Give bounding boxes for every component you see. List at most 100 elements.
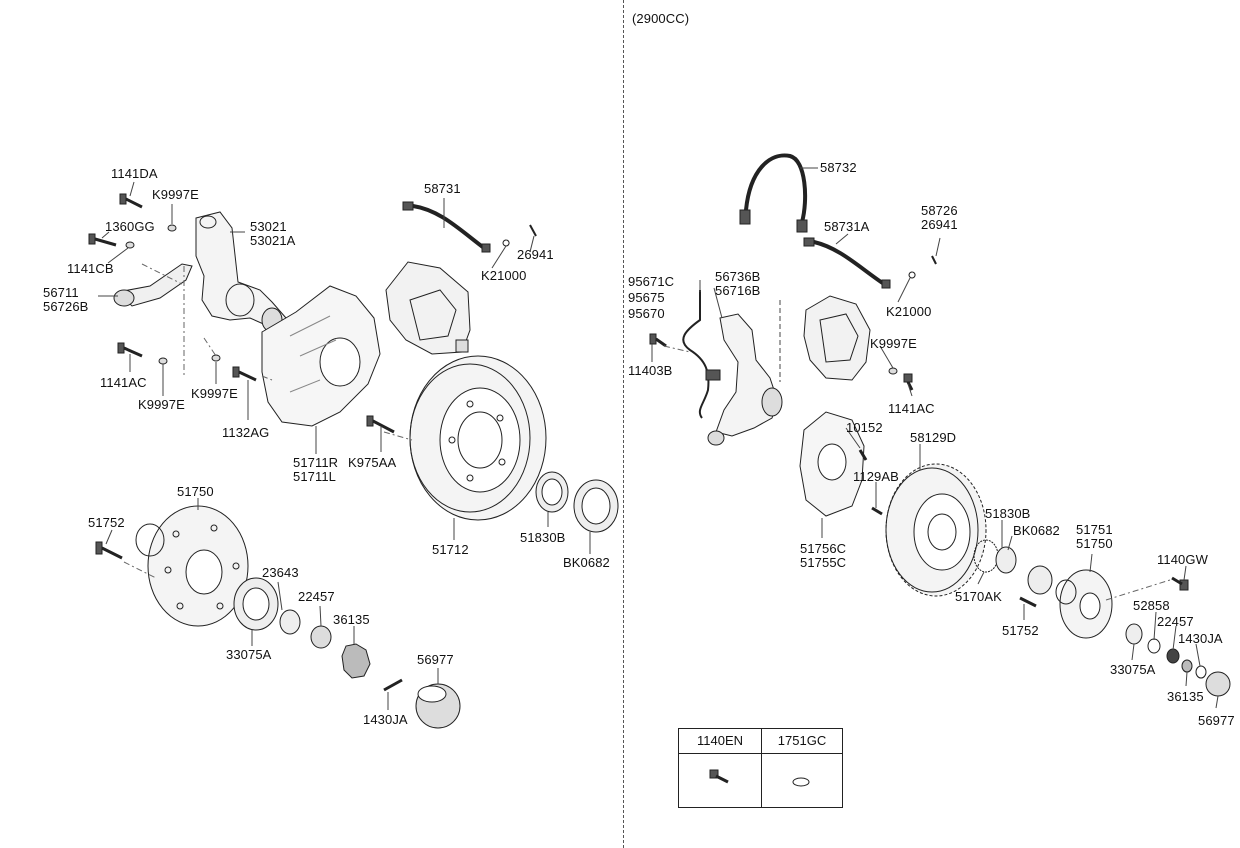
label-51711: 51711R 51711L xyxy=(293,456,338,484)
nut-22457 xyxy=(310,625,332,649)
label-51752: 51752 xyxy=(88,515,125,530)
bolt-1141ac-right xyxy=(903,373,914,391)
label-56977-right: 56977 xyxy=(1198,713,1235,728)
label-51711l: 51711L xyxy=(293,469,337,484)
label-26941: 26941 xyxy=(517,247,554,262)
label-95671c-c: 95670 xyxy=(628,306,665,321)
bolt-51752-right xyxy=(1019,596,1037,608)
bolt-1140en-icon xyxy=(709,769,729,784)
hub-51750 xyxy=(135,505,249,627)
label-36135-right: 36135 xyxy=(1167,689,1204,704)
label-1141ac: 1141AC xyxy=(100,375,147,390)
label-23643: 23643 xyxy=(262,565,299,580)
bolt-11403b xyxy=(649,333,667,348)
label-22457: 22457 xyxy=(298,589,335,604)
label-1141ac-right: 1141AC xyxy=(888,401,935,416)
label-56736b-a: 56736B xyxy=(715,269,761,284)
abs-sensor-95671c xyxy=(682,290,721,419)
bolt-1140gw xyxy=(1171,576,1189,591)
label-56711-a: 56711 xyxy=(43,285,79,300)
label-56977: 56977 xyxy=(417,652,454,667)
hose-58731a xyxy=(803,237,891,289)
washer-k9997e-mid xyxy=(211,354,221,362)
leader-lines-right xyxy=(651,167,1219,709)
dust-shield-51756c xyxy=(799,411,865,517)
label-51830b-right: 51830B xyxy=(985,506,1031,521)
label-56736b-b: 56716B xyxy=(715,283,761,298)
label-51751-b: 51750 xyxy=(1076,536,1113,551)
hose-58732 xyxy=(739,153,808,233)
label-56711-b: 56726B xyxy=(43,299,89,314)
assembly-axis-right xyxy=(663,345,1171,601)
label-k9997e-top: K9997E xyxy=(152,187,199,202)
label-56711: 56711 56726B xyxy=(43,286,88,314)
washer-k9997e-low xyxy=(158,357,168,365)
leader-lines-left xyxy=(98,181,591,710)
bolt-1141ac xyxy=(117,342,143,358)
label-56736b: 56736B 56716B xyxy=(715,270,760,298)
pin-1430ja xyxy=(383,678,403,692)
legend-header-1140en: 1140EN xyxy=(679,729,761,754)
steering-arm-56711 xyxy=(113,263,193,307)
label-33075a-right: 33075A xyxy=(1110,662,1156,677)
label-k9997e-right: K9997E xyxy=(870,336,917,351)
caliper-left xyxy=(385,261,471,355)
label-58731: 58731 xyxy=(424,181,461,196)
label-bk0682: BK0682 xyxy=(563,555,610,570)
screw-26941 xyxy=(529,224,537,237)
bearing-51830b-right xyxy=(995,546,1017,574)
label-53021-a: 53021 xyxy=(250,219,287,234)
pin-1430ja-right xyxy=(1195,665,1207,679)
label-95671c: 95671C 95675 95670 xyxy=(628,275,674,321)
legend-table: 1140EN 1751GC xyxy=(678,728,843,808)
label-51750: 51750 xyxy=(177,484,214,499)
legend-column-divider xyxy=(761,729,762,807)
caliper-right xyxy=(803,295,871,381)
label-36135: 36135 xyxy=(333,612,370,627)
cap-36135 xyxy=(341,643,371,679)
label-5170ak: 5170AK xyxy=(955,589,1002,604)
label-51756c-a: 51756C xyxy=(800,541,847,556)
label-58726-a: 58726 xyxy=(921,203,958,218)
label-bk0682-right: BK0682 xyxy=(1013,523,1060,538)
label-k975aa: K975AA xyxy=(348,455,397,470)
label-51830b: 51830B xyxy=(520,530,566,545)
engine-note: (2900CC) xyxy=(632,11,690,26)
washer-k9997e-right xyxy=(888,367,898,375)
bolt-1141da xyxy=(119,193,143,209)
left-assembly xyxy=(88,181,619,729)
label-51756c-b: 51755C xyxy=(800,555,847,570)
cap-36135-right xyxy=(1181,659,1193,673)
brake-disc-58129d xyxy=(885,463,987,597)
washer-52858 xyxy=(1147,638,1161,654)
label-1360gg: 1360GG xyxy=(105,219,155,234)
label-k9997e-low: K9997E xyxy=(138,397,185,412)
washer-23643 xyxy=(279,609,301,635)
bolt-1129ab xyxy=(871,506,883,516)
bolt-1132ag xyxy=(232,366,257,382)
label-1141cb: 1141CB xyxy=(67,261,114,276)
label-k21000: K21000 xyxy=(481,268,527,283)
hose-58731 xyxy=(402,201,491,253)
label-51712: 51712 xyxy=(432,542,469,557)
label-53021: 53021 53021A xyxy=(250,220,295,248)
bearing-33075a-right xyxy=(1125,623,1143,645)
label-10152: 10152 xyxy=(846,420,883,435)
label-51751: 51751 51750 xyxy=(1076,523,1113,551)
bearing-51830b xyxy=(535,471,569,513)
label-58731a: 58731A xyxy=(824,219,870,234)
label-1430ja-right: 1430JA xyxy=(1178,631,1223,646)
screw-26941-right xyxy=(931,255,937,265)
washer-k9997e-top xyxy=(167,224,177,232)
label-95671c-b: 95675 xyxy=(628,290,665,305)
label-58726-b: 26941 xyxy=(921,217,958,232)
grease-cap-56977 xyxy=(415,683,461,729)
hub-51751 xyxy=(1055,569,1113,639)
dust-shield-51711 xyxy=(261,285,381,427)
legend-icons xyxy=(709,769,810,787)
label-95671c-a: 95671C xyxy=(628,274,675,289)
label-k21000-right: K21000 xyxy=(886,304,932,319)
label-1141da: 1141DA xyxy=(111,166,158,181)
bolt-1360gg xyxy=(88,233,117,247)
